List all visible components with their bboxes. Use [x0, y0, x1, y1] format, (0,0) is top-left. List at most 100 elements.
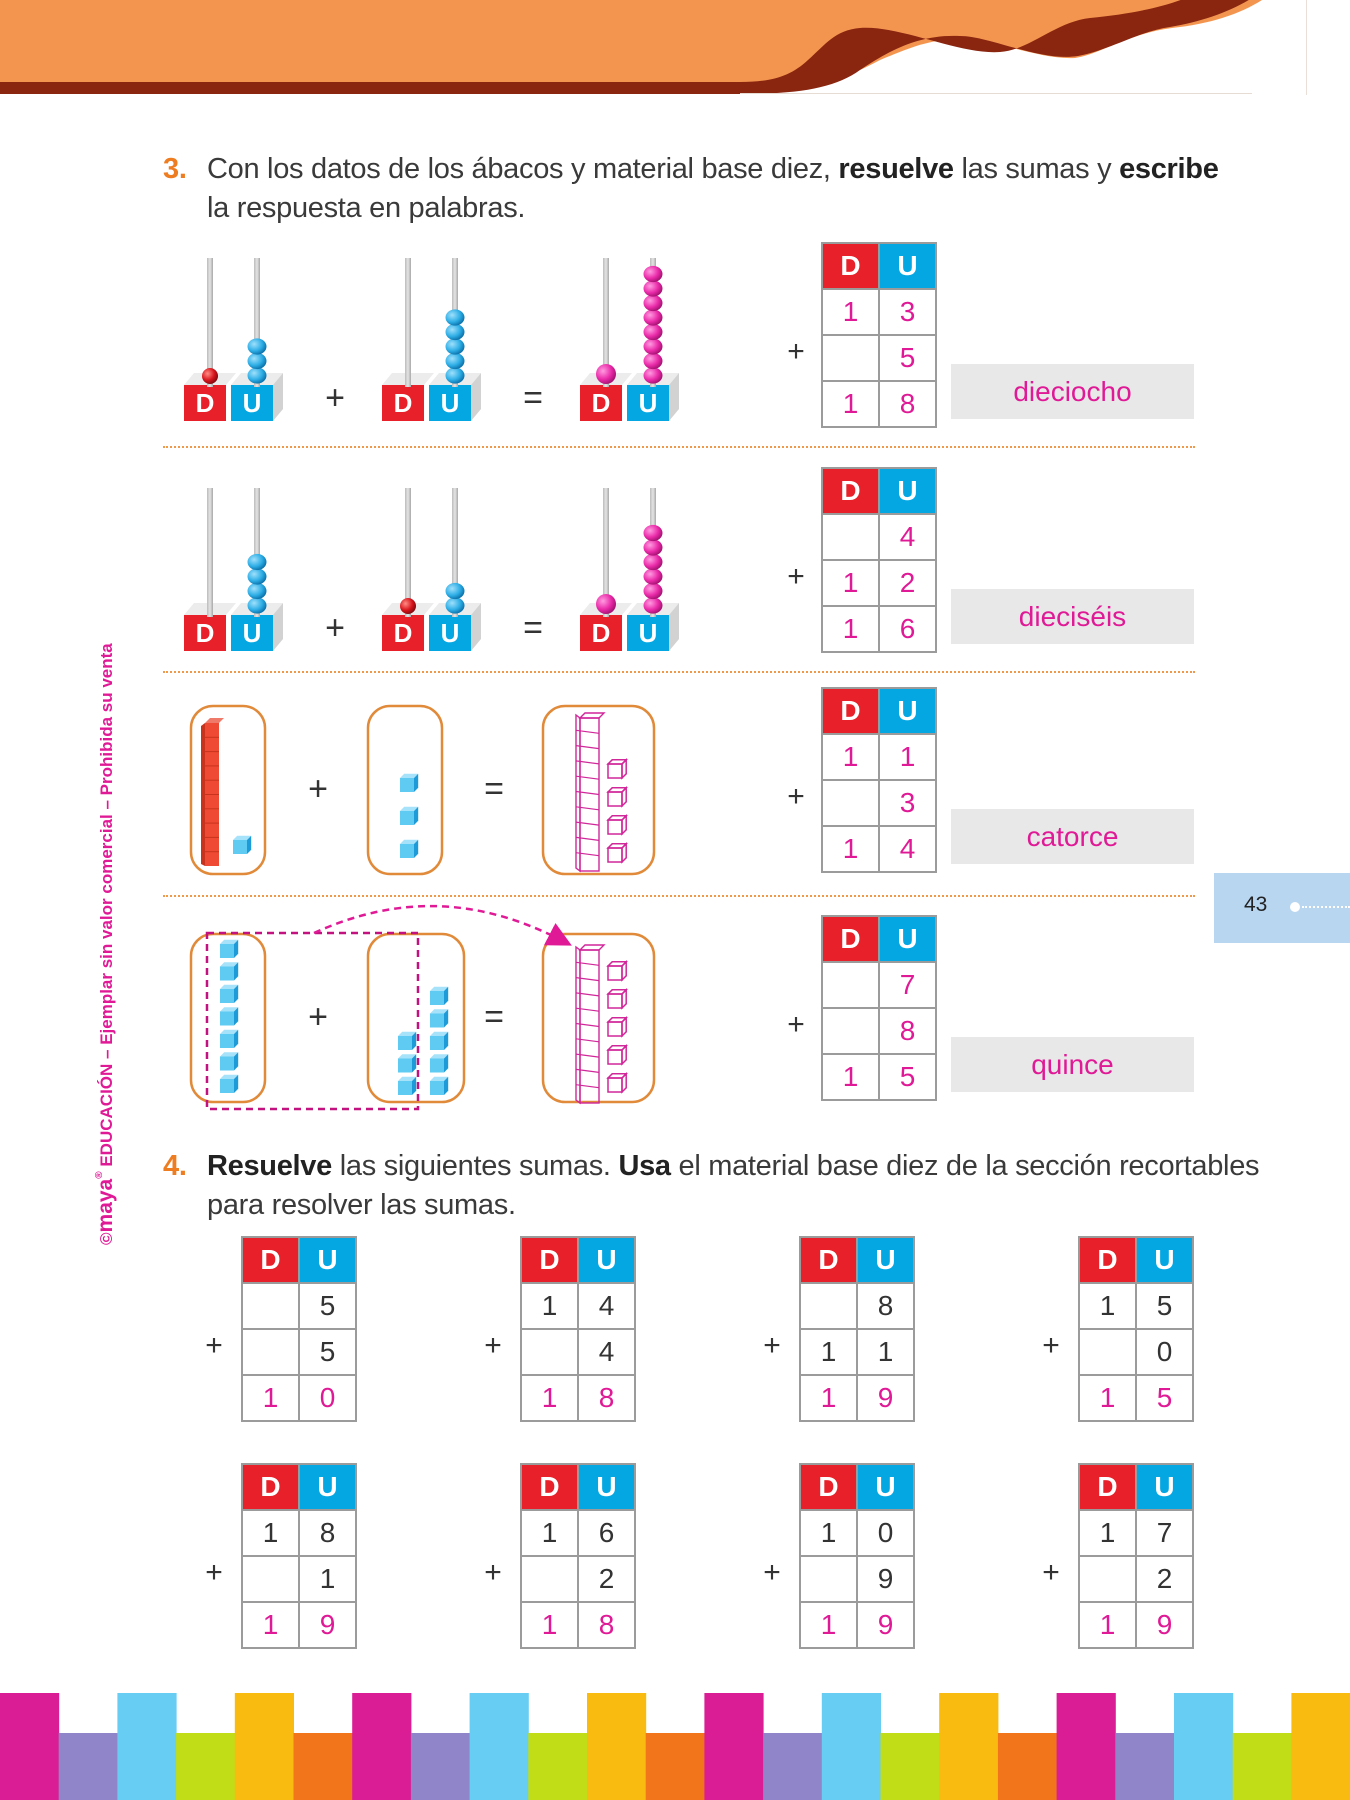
addend-tens-cell: 1 — [520, 1509, 579, 1557]
rod-line — [575, 1068, 600, 1073]
answer-in-words[interactable]: catorce — [951, 809, 1194, 864]
tens-block — [580, 385, 622, 421]
units-bead — [643, 294, 663, 312]
equals-sign: = — [523, 609, 543, 647]
result-units-cell[interactable]: 5 — [1135, 1374, 1194, 1422]
result-units-cell[interactable]: 0 — [298, 1374, 357, 1422]
instr-text: el material base diez de la sección reco… — [670, 1150, 1260, 1182]
result-tens-cell[interactable]: 1 — [241, 1601, 300, 1649]
answer-in-words[interactable]: dieciocho — [951, 364, 1194, 419]
answer-in-words[interactable]: dieciséis — [951, 589, 1194, 644]
addend-tens-cell: 1 — [799, 1509, 858, 1557]
abacus-block-side — [471, 603, 481, 651]
units-bead — [643, 539, 663, 556]
result-tens-cell[interactable]: 1 — [821, 825, 880, 873]
addend-units-cell: 3 — [878, 288, 937, 336]
result-tens-cell[interactable]: 1 — [799, 1374, 858, 1422]
tens-header: D — [821, 687, 880, 735]
addend-row: 5 — [821, 334, 937, 382]
result-tens-cell[interactable]: 1 — [520, 1601, 579, 1649]
cube-top — [400, 773, 419, 778]
plus-sign: + — [787, 335, 805, 368]
footer-tall-bar — [352, 1693, 412, 1800]
units-header: U — [878, 687, 937, 735]
units-header: U — [856, 1236, 915, 1284]
cube-side — [444, 986, 449, 1005]
unit-cube — [220, 984, 239, 1003]
unit-cube — [606, 757, 629, 780]
units-bead — [247, 367, 267, 384]
cube-side — [234, 962, 239, 981]
footer-short-bar — [880, 1733, 940, 1800]
footer-tall-bar — [587, 1693, 647, 1800]
instr-bold-usa: Usa — [618, 1150, 671, 1182]
addend-units-cell: 8 — [298, 1509, 357, 1557]
cube-front — [220, 1011, 234, 1026]
tab-dotted-line — [1302, 906, 1350, 908]
tens-rod — [603, 488, 609, 617]
ten-rod — [201, 718, 224, 866]
instr-bold-resuelve: resuelve — [838, 153, 954, 185]
rod-line — [575, 961, 600, 966]
result-tens-cell[interactable]: 1 — [1078, 1374, 1137, 1422]
result-units-cell[interactable]: 9 — [856, 1601, 915, 1649]
exercise-3-number: 3. — [163, 153, 187, 185]
cube-front — [400, 811, 414, 825]
cube-top — [430, 986, 449, 991]
result-tens-cell[interactable]: 1 — [520, 1374, 579, 1422]
rod-top — [578, 944, 606, 951]
cube-front — [607, 1021, 623, 1037]
addend-row: 8 — [821, 1007, 937, 1055]
tens-bead — [202, 368, 218, 384]
result-units-cell[interactable]: 8 — [577, 1601, 636, 1649]
result-tens-cell[interactable]: 1 — [821, 380, 880, 428]
units-label: U — [639, 388, 658, 418]
result-units-cell[interactable]: 4 — [878, 825, 937, 873]
cube-side — [414, 773, 419, 792]
result-units-cell[interactable]: 8 — [878, 380, 937, 428]
units-bead — [643, 280, 663, 297]
units-bead — [445, 323, 465, 341]
result-tens-cell[interactable]: 1 — [821, 605, 880, 653]
tens-header: D — [241, 1463, 300, 1511]
cube-side — [234, 1074, 239, 1093]
rod-side — [201, 723, 205, 866]
result-units-cell[interactable]: 8 — [577, 1374, 636, 1422]
tens-label: D — [394, 388, 413, 418]
rod-line — [575, 790, 600, 796]
addend-tens-cell — [821, 779, 880, 827]
result-units-cell[interactable]: 6 — [878, 605, 937, 653]
plus-sign: + — [308, 998, 328, 1036]
result-tens-cell[interactable]: 1 — [241, 1374, 300, 1422]
header-wave-banner — [0, 0, 1262, 94]
result-units-cell[interactable]: 9 — [1135, 1601, 1194, 1649]
cube-front — [220, 966, 234, 981]
result-tens-cell[interactable]: 1 — [821, 1053, 880, 1101]
result-units-cell[interactable]: 5 — [878, 1053, 937, 1101]
plus-sign: + — [763, 1329, 781, 1362]
cube-top — [220, 1029, 239, 1034]
cube-front — [607, 763, 623, 779]
addend-units-cell: 1 — [298, 1555, 357, 1603]
result-tens-cell[interactable]: 1 — [799, 1601, 858, 1649]
result-units-cell[interactable]: 9 — [298, 1601, 357, 1649]
result-tens-cell[interactable]: 1 — [1078, 1601, 1137, 1649]
addend-row: 3 — [821, 779, 937, 827]
unit-cube — [430, 1031, 449, 1050]
cube-side — [234, 1029, 239, 1048]
instr-text: las sumas y — [953, 153, 1120, 185]
cube-top — [400, 839, 419, 844]
result-units-cell[interactable]: 9 — [856, 1374, 915, 1422]
answer-in-words[interactable]: quince — [951, 1037, 1194, 1092]
